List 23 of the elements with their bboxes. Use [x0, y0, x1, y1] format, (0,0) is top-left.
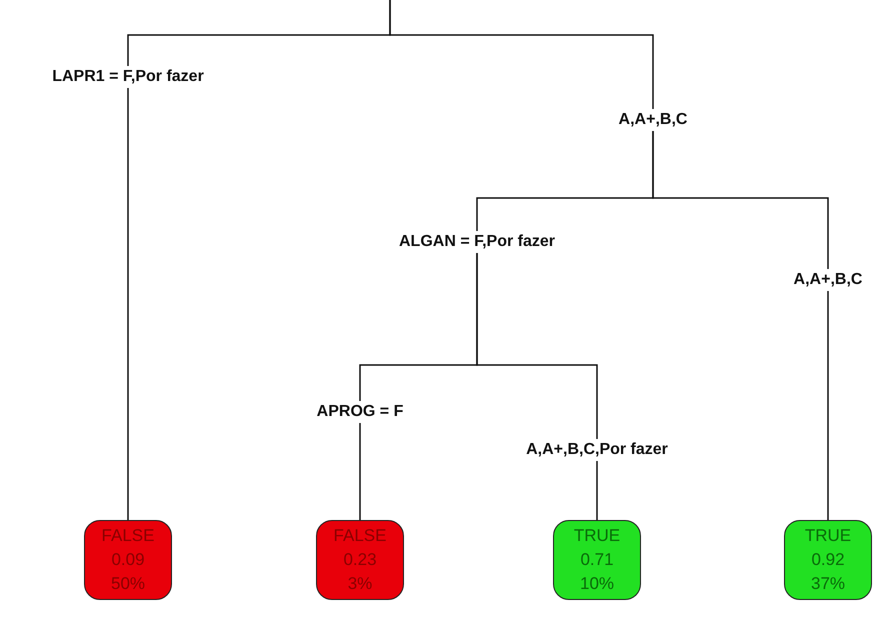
leaf-text: 3%	[348, 573, 372, 595]
leaf-text: TRUE	[574, 525, 620, 547]
leaf-node-box	[84, 520, 172, 600]
tree-branch-line	[476, 253, 598, 439]
leaf-text: 0.23	[343, 549, 377, 571]
tree-branch-line	[359, 423, 361, 520]
leaf-text: TRUE	[804, 525, 852, 547]
tree-branch-line	[827, 291, 829, 520]
leaf-text: FALSE	[102, 525, 154, 547]
leaf-text: 37%	[810, 573, 846, 595]
leaf-text: 10%	[580, 573, 614, 595]
leaf-node-box	[784, 520, 872, 600]
leaf-text: 50%	[110, 573, 146, 595]
tree-branch-line	[127, 88, 129, 520]
leaf-text: FALSE	[334, 525, 386, 547]
leaf-node-box	[316, 520, 404, 600]
tree-branch-line	[652, 131, 829, 269]
tree-branch-line	[596, 461, 598, 520]
leaf-text: 0.92	[811, 549, 845, 571]
tree-branch-line	[389, 0, 654, 109]
leaf-node-box	[553, 520, 641, 600]
leaf-text: 0.71	[580, 549, 614, 571]
leaf-text: 0.09	[111, 549, 145, 571]
